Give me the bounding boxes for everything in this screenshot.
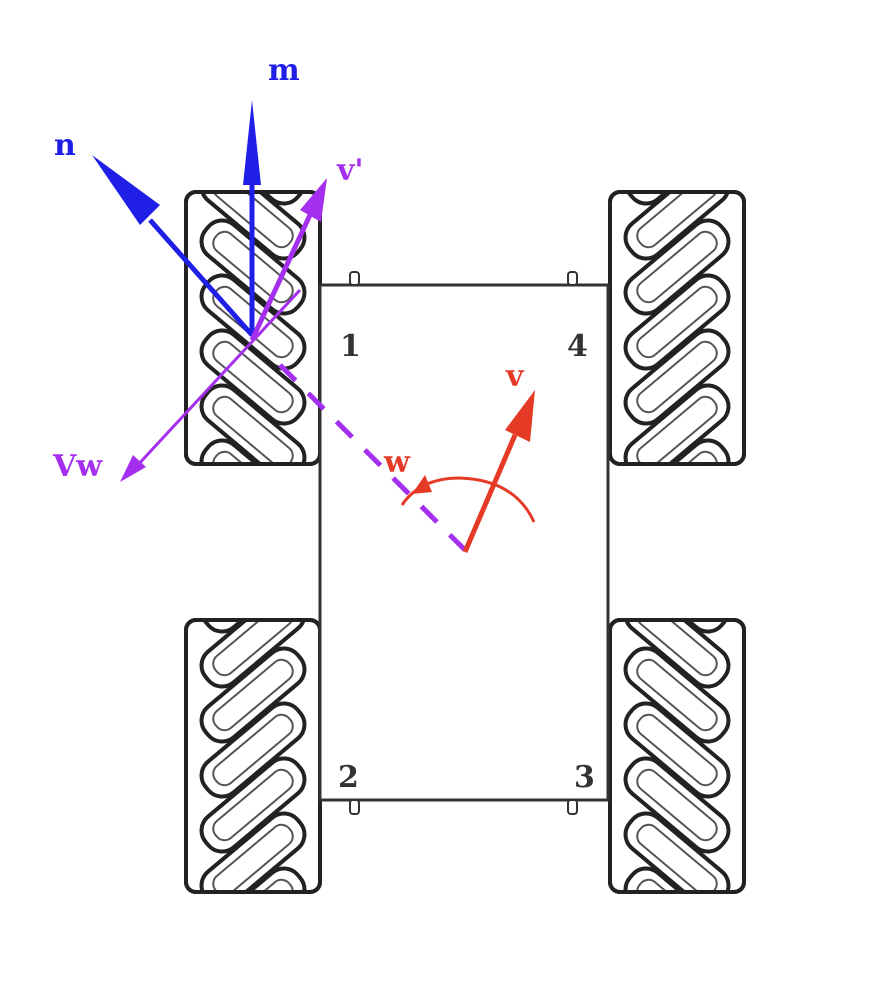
wheel-roller <box>623 756 731 854</box>
wheel-roller <box>199 620 307 689</box>
m-label: m <box>268 53 300 88</box>
mecanum-wheel-2 <box>184 618 322 894</box>
wheel-roller <box>199 620 307 634</box>
wheel-label-1: 1 <box>340 329 361 364</box>
wheel-roller <box>623 701 731 799</box>
wheel-roller <box>623 620 731 634</box>
v-prime-arrowhead <box>300 178 327 222</box>
chassis-tabs <box>349 271 578 815</box>
wheel-roller <box>199 646 307 744</box>
wheel-label-2: 2 <box>338 760 359 795</box>
vw-label: Vw <box>52 449 103 484</box>
wheel-roller <box>623 811 731 892</box>
wheel-roller <box>623 383 731 464</box>
wheel-roller <box>623 192 731 206</box>
mecanum-wheel-4 <box>608 190 746 466</box>
wheel-roller <box>199 383 307 464</box>
wheels <box>184 190 746 894</box>
wheel-roller <box>623 218 731 316</box>
wheel-roller <box>623 273 731 371</box>
n-label: n <box>54 128 76 163</box>
wheel-roller <box>199 756 307 854</box>
v-prime-arrow <box>249 213 313 342</box>
v-arrow <box>462 434 518 553</box>
w-label: w <box>383 445 411 480</box>
mecanum-wheel-3 <box>608 618 746 894</box>
wheel-roller <box>623 192 731 261</box>
m-arrowhead <box>243 100 261 185</box>
vw-arrowhead <box>120 455 146 482</box>
wheel-label-4: 4 <box>567 329 588 364</box>
radius-dashed-line <box>278 363 467 552</box>
wheel-roller <box>199 811 307 892</box>
v-prime-label: v' <box>336 153 364 188</box>
n-arrowhead <box>92 155 160 225</box>
v-arrowhead <box>505 390 535 442</box>
robot-chassis <box>318 283 610 802</box>
wheel-roller <box>199 701 307 799</box>
wheel-roller <box>623 328 731 426</box>
wheel-roller <box>199 192 307 206</box>
wheel-roller <box>623 646 731 744</box>
n-axis-arrow <box>148 218 254 337</box>
vw-arrow <box>133 288 302 470</box>
w-arc-arrowhead <box>412 475 432 494</box>
v-label: v <box>505 359 525 394</box>
wheel-label-3: 3 <box>574 760 595 795</box>
wheel-roller <box>623 620 731 689</box>
wheel-roller <box>199 328 307 426</box>
